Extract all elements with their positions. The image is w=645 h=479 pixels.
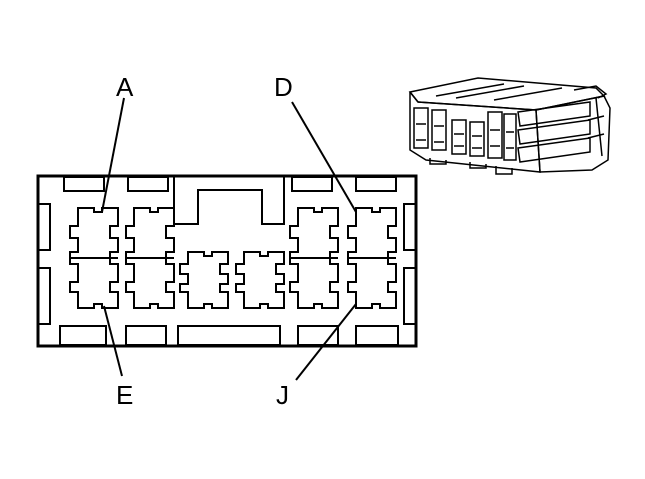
- cavity-a: [69, 207, 119, 309]
- cavity-b: [125, 207, 175, 309]
- top-edge-slots: [63, 176, 397, 192]
- leader-line-j: [295, 303, 357, 381]
- locking-tab: [173, 177, 285, 225]
- pin-label-j: J: [276, 380, 289, 410]
- leader-line-d: [291, 101, 357, 213]
- cavity-d-left: [289, 207, 339, 309]
- cavity-c-lower-left: [179, 251, 229, 309]
- side-notches: [37, 203, 417, 325]
- pin-label-d: D: [274, 72, 293, 102]
- pin-label-a: A: [116, 72, 134, 102]
- leader-line-e: [103, 305, 123, 377]
- connector-face: [36, 174, 418, 348]
- leader-lines: [101, 97, 357, 381]
- bottom-edge-slots: [59, 325, 399, 346]
- cavity-c-lower-right: [235, 251, 285, 309]
- leader-line-a: [101, 97, 125, 213]
- pin-label-e: E: [116, 380, 133, 410]
- cavity-d: [347, 207, 397, 309]
- connector-isometric-view: [408, 77, 611, 175]
- terminal-cavities: [69, 207, 397, 309]
